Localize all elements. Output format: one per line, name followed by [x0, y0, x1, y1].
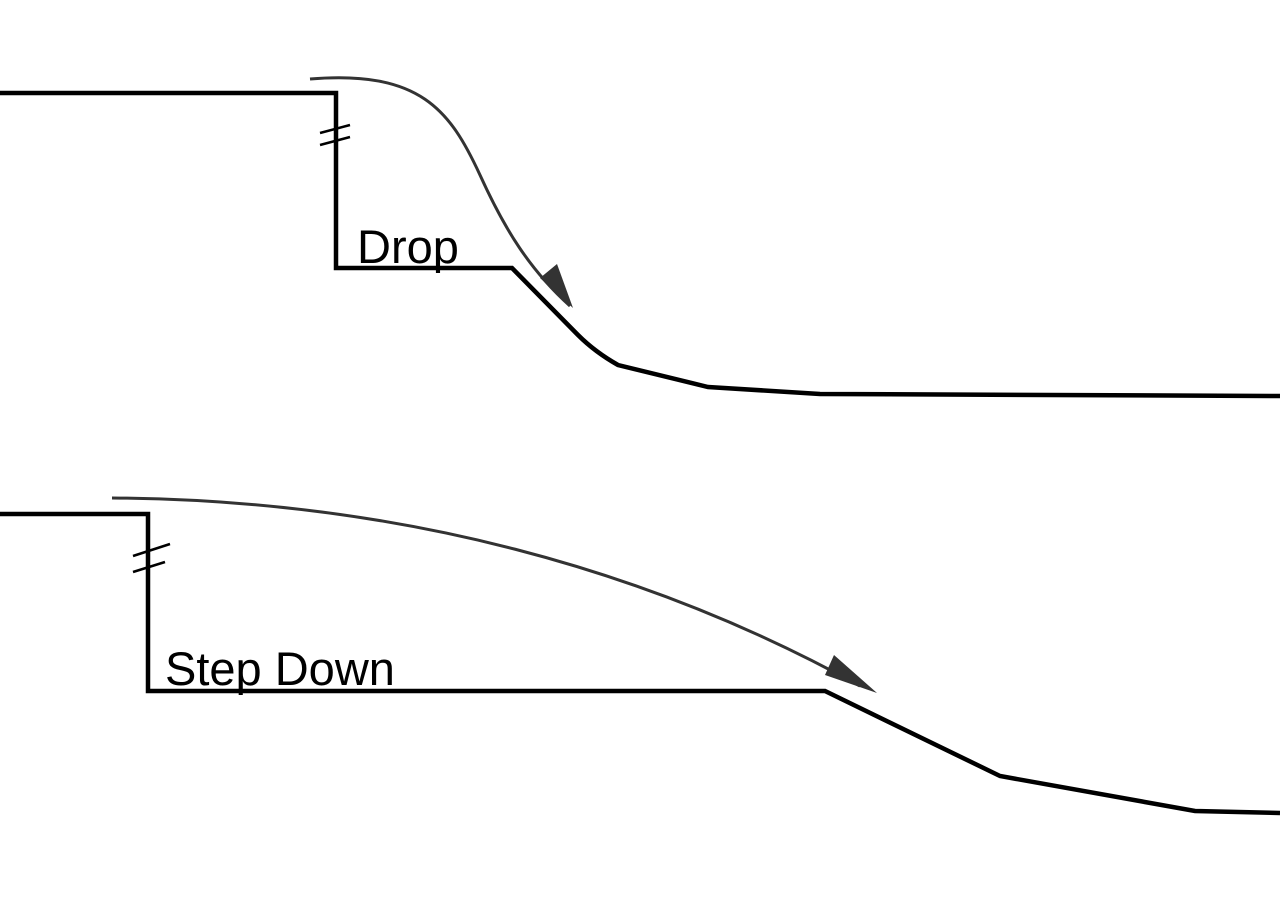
drop-arrowhead — [540, 264, 573, 308]
step-down-panel — [0, 496, 1280, 816]
step-down-arrowhead — [825, 655, 877, 693]
step-down-label: Step Down — [165, 642, 395, 695]
step-down-break-mark — [132, 542, 171, 574]
drop-panel — [0, 76, 1280, 399]
drop-break-mark — [319, 123, 351, 147]
drop-label: Drop — [357, 220, 459, 273]
drop-terrain-profile — [0, 90, 1280, 399]
step-down-terrain-profile — [0, 511, 1280, 816]
drop-trajectory-arrow — [309, 76, 572, 308]
step-down-trajectory-arrow — [111, 496, 861, 688]
